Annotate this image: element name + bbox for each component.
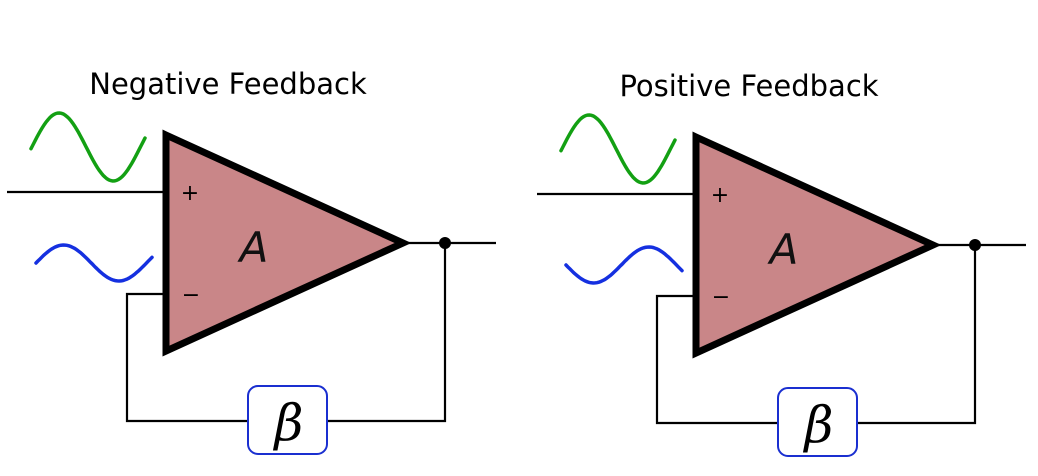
feedback-loop-wire (655, 294, 778, 425)
output-node (439, 237, 451, 249)
input-wave (559, 113, 677, 185)
plus-sign: + (181, 181, 199, 206)
negative-feedback-panel: Negative Feedback + − A β (7, 67, 496, 455)
beta-label: β (803, 396, 834, 454)
panel-title: Negative Feedback (89, 67, 367, 101)
panel-title: Positive Feedback (619, 69, 878, 103)
feedback-return-wire (327, 243, 447, 423)
feedback-return-wire (857, 245, 977, 425)
input-wave (29, 111, 147, 183)
beta-block (777, 387, 858, 457)
beta-block (247, 385, 328, 455)
plus-sign: + (711, 183, 729, 208)
amplifier-triangle (162, 129, 412, 357)
minus-sign: − (182, 283, 200, 308)
minus-sign: − (712, 285, 730, 310)
feedback-wave (564, 245, 684, 285)
feedback-wave (34, 243, 154, 283)
output-node (969, 239, 981, 251)
beta-label: β (273, 394, 304, 452)
amplifier-triangle (692, 131, 942, 359)
positive-feedback-panel: Positive Feedback + − A β (537, 69, 1026, 457)
amplifier-gain-label: A (767, 225, 799, 274)
amplifier-gain-label: A (237, 223, 269, 272)
feedback-loop-wire (125, 292, 248, 423)
